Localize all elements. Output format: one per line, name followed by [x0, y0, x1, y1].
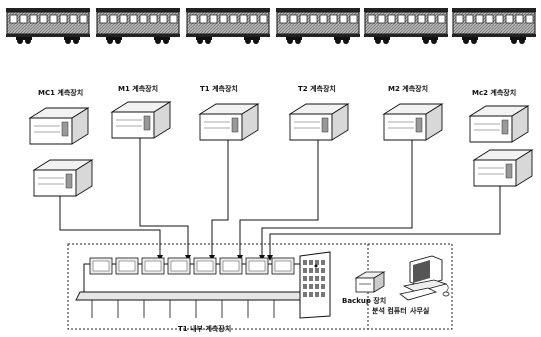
train [6, 8, 536, 44]
train-car [452, 8, 536, 44]
device-label-mc2: Mc2 계측장치 [472, 88, 516, 98]
onboard-console [76, 252, 330, 318]
cable-lines [60, 138, 500, 258]
device-group [30, 102, 532, 196]
cable [270, 186, 500, 258]
onboard-room-label: T1 내부 계측장치 [178, 324, 231, 334]
measurement-device-box [290, 104, 348, 140]
device-label-m2: M2 계측장치 [388, 84, 428, 94]
measurement-device-box [200, 104, 258, 140]
measurement-device-box [470, 106, 528, 142]
cable [212, 140, 228, 258]
device-label-mc1: MC1 계측장치 [38, 88, 83, 98]
train-car [96, 8, 180, 44]
measurement-device-box [474, 150, 532, 186]
measurement-device-box [30, 108, 88, 144]
cable [140, 138, 188, 258]
measurement-device-box [112, 102, 170, 138]
measurement-device-box [34, 160, 92, 196]
cable [240, 140, 318, 258]
train-car [364, 8, 448, 44]
backup-label: Backup 장치 [342, 296, 386, 306]
device-label-t1: T1 계측장치 [200, 84, 238, 94]
backup-device-icon [356, 272, 384, 292]
cable [60, 196, 160, 258]
train-car [6, 8, 90, 44]
device-label-m1: M1 계측장치 [118, 84, 158, 94]
office-label: 사무실 [410, 306, 429, 316]
train-car [276, 8, 360, 44]
computer-label: 분석 컴퓨터 [372, 306, 407, 316]
device-label-t2: T2 계측장치 [298, 84, 336, 94]
analysis-computer-icon [400, 256, 449, 300]
cable [262, 140, 412, 258]
train-car [186, 8, 270, 44]
measurement-device-box [384, 104, 442, 140]
